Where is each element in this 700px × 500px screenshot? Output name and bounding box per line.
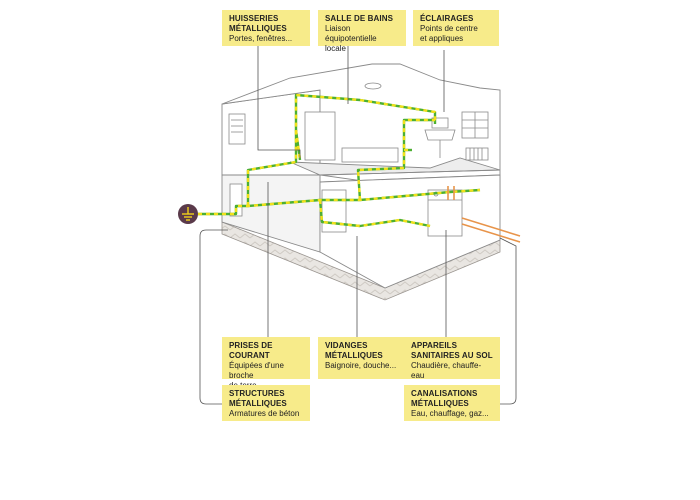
leader-lines xyxy=(199,44,517,405)
earth-ground-icon xyxy=(178,204,198,224)
label-salle-de-bains-title: SALLE DE BAINS xyxy=(325,14,394,23)
label-structures-subtitle: Armatures de béton xyxy=(229,409,300,418)
label-huisseries-title: HUISSERIES MÉTALLIQUES xyxy=(229,14,287,33)
label-salle-de-bains-subtitle: Liaison équipotentielle locale xyxy=(325,24,377,53)
label-salle-de-bains: SALLE DE BAINS Liaison équipotentielle l… xyxy=(318,10,406,53)
label-canalisations-title: CANALISATIONS MÉTALLIQUES xyxy=(411,389,478,408)
house-outline xyxy=(221,63,501,289)
label-structures-title: STRUCTURES MÉTALLIQUES xyxy=(229,389,287,408)
label-huisseries-subtitle: Portes, fenêtres... xyxy=(229,34,293,43)
label-structures: STRUCTURES MÉTALLIQUES Armatures de béto… xyxy=(222,385,310,421)
label-prises-title: PRISES DE COURANT xyxy=(229,341,273,360)
label-vidanges-subtitle: Baignoire, douche... xyxy=(325,361,397,370)
label-canalisations: CANALISATIONS MÉTALLIQUES Eau, chauffage… xyxy=(404,385,500,421)
earth-wires xyxy=(198,93,481,228)
label-vidanges-title: VIDANGES MÉTALLIQUES xyxy=(325,341,383,360)
label-prises: PRISES DE COURANT Équipées d'une broche … xyxy=(222,337,310,390)
pipes xyxy=(447,186,521,243)
label-appareils-subtitle: Chaudière, chauffe-eau xyxy=(411,361,482,380)
label-vidanges: VIDANGES MÉTALLIQUES Baignoire, douche..… xyxy=(318,337,406,379)
label-appareils-title: APPAREILS SANITAIRES AU SOL xyxy=(411,341,493,360)
label-canalisations-subtitle: Eau, chauffage, gaz... xyxy=(411,409,489,418)
label-huisseries: HUISSERIES MÉTALLIQUES Portes, fenêtres.… xyxy=(222,10,310,46)
label-eclairages: ÉCLAIRAGES Points de centre et appliques xyxy=(413,10,499,46)
interior-details xyxy=(228,82,489,237)
label-eclairages-title: ÉCLAIRAGES xyxy=(420,14,474,23)
label-appareils: APPAREILS SANITAIRES AU SOL Chaudière, c… xyxy=(404,337,500,380)
label-eclairages-subtitle: Points de centre et appliques xyxy=(420,24,478,43)
